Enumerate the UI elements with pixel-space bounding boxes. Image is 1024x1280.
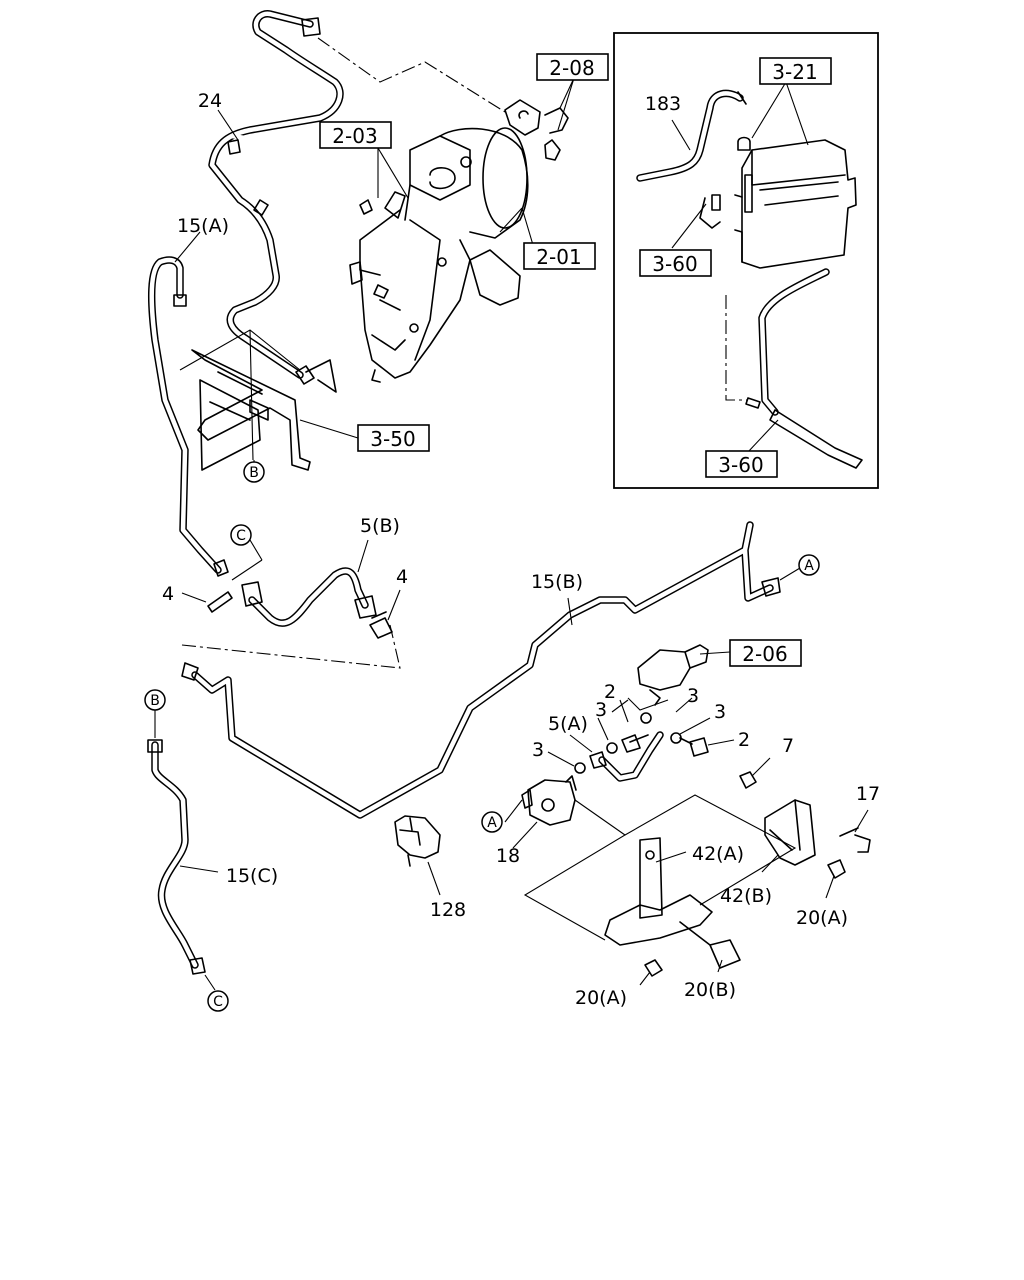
spacer-20b	[679, 921, 741, 969]
ref-box-3-60-bottom[interactable]: 3-60	[705, 450, 778, 478]
bolt-2-left	[621, 734, 649, 753]
bracket-42b	[764, 799, 816, 866]
label-42a: 42(A)	[692, 843, 744, 865]
pipe-24	[208, 10, 344, 393]
slave-cylinder-18	[521, 775, 577, 826]
ref-box-3-21[interactable]: 3-21	[759, 57, 832, 85]
nut-7	[739, 771, 757, 789]
connector-B-lower: B	[144, 689, 166, 738]
svg-text:B: B	[150, 693, 160, 709]
part-128-clip	[394, 815, 441, 867]
label-3-b: 3	[687, 685, 699, 707]
ref-box-3-60-top[interactable]: 3-60	[639, 249, 712, 277]
connector-C-lower: C	[204, 974, 229, 1012]
washer-3-d	[574, 762, 586, 774]
label-20b: 20(B)	[684, 979, 736, 1001]
svg-text:2-03: 2-03	[332, 124, 377, 148]
washer-3-c	[670, 732, 682, 744]
connector-B-upper: B	[243, 460, 265, 483]
ref-box-2-03[interactable]: 2-03	[319, 121, 392, 149]
label-15c: 15(C)	[226, 865, 278, 887]
nut-20a-right	[827, 859, 846, 879]
label-15a: 15(A)	[177, 215, 229, 237]
reservoir-inset-frame	[613, 32, 879, 489]
svg-text:2-08: 2-08	[549, 56, 594, 80]
label-3-c: 3	[714, 701, 726, 723]
svg-text:B: B	[249, 465, 259, 481]
clip-4-left	[207, 591, 233, 613]
label-7: 7	[782, 735, 794, 757]
bolt-17	[839, 827, 871, 853]
label-24: 24	[198, 90, 222, 112]
ref-box-2-06[interactable]: 2-06	[729, 639, 802, 667]
clutch-master-cylinder	[349, 99, 569, 383]
label-5b: 5(B)	[360, 515, 400, 537]
label-183: 183	[645, 93, 681, 115]
label-2-left: 2	[604, 681, 616, 703]
pipe-15b	[181, 521, 781, 819]
connector-A-mid: A	[481, 811, 503, 833]
svg-text:C: C	[213, 994, 223, 1010]
label-20a-right: 20(A)	[796, 907, 848, 929]
label-2-right: 2	[738, 729, 750, 751]
label-4-left: 4	[162, 583, 174, 605]
washer-3-a	[606, 742, 618, 754]
nut-20a-bottom	[644, 959, 663, 977]
svg-text:2-06: 2-06	[742, 642, 787, 666]
label-17: 17	[856, 783, 880, 805]
ref-box-2-08[interactable]: 2-08	[536, 53, 609, 81]
svg-text:A: A	[804, 558, 814, 574]
reservoir-feed-hose	[725, 268, 863, 469]
svg-text:C: C	[236, 528, 246, 544]
pipe-15a	[147, 256, 229, 577]
hose-5a	[598, 731, 664, 782]
label-3-a: 3	[595, 699, 607, 721]
label-15b: 15(B)	[531, 571, 583, 593]
svg-text:3-60: 3-60	[652, 252, 697, 276]
svg-text:3-50: 3-50	[370, 427, 415, 451]
clutch-switch-2-06	[637, 644, 709, 706]
label-18: 18	[496, 845, 520, 867]
svg-text:A: A	[487, 815, 497, 831]
label-5a: 5(A)	[548, 713, 588, 735]
connector-A-right: A	[779, 554, 820, 581]
label-3-d: 3	[532, 739, 544, 761]
ref-box-3-50[interactable]: 3-50	[357, 424, 430, 452]
bolt-2-right	[679, 737, 709, 757]
label-42b: 42(B)	[720, 885, 772, 907]
washer-3-b	[640, 712, 652, 724]
svg-text:2-01: 2-01	[536, 245, 581, 269]
label-4-right: 4	[396, 566, 408, 588]
hose-5b	[241, 567, 377, 627]
reservoir-tank	[734, 136, 857, 269]
connector-C-upper: C	[230, 524, 252, 546]
bracket-3-50	[191, 349, 311, 471]
pipe-15c	[147, 739, 206, 975]
ref-box-2-01[interactable]: 2-01	[523, 242, 596, 270]
bracket-42a	[604, 837, 713, 946]
svg-text:3-60: 3-60	[718, 453, 763, 477]
label-20a-bottom: 20(A)	[575, 987, 627, 1009]
svg-text:3-21: 3-21	[772, 60, 817, 84]
label-128: 128	[430, 899, 466, 921]
